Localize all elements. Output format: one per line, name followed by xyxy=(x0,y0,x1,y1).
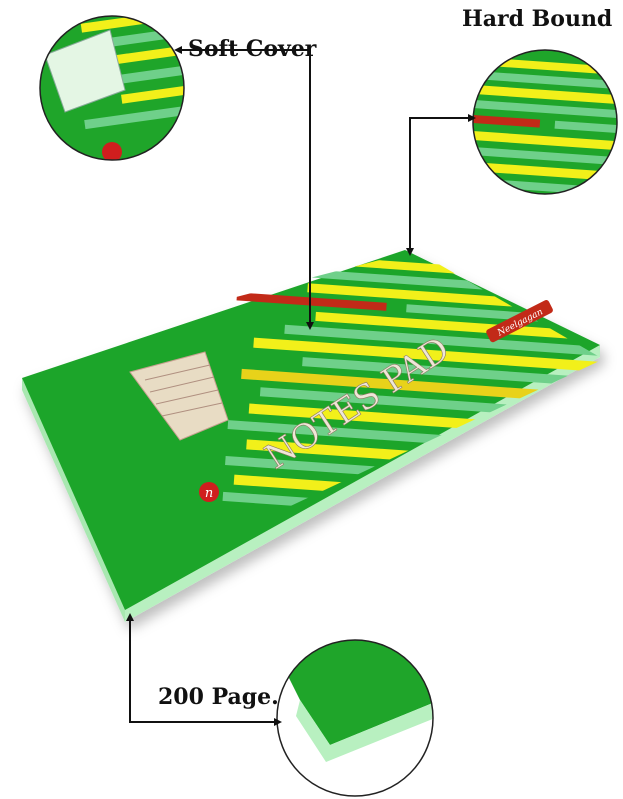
page-edge-left xyxy=(22,378,125,622)
arrow-soft-cover xyxy=(180,49,311,322)
arrow-hard-bound xyxy=(409,117,470,248)
zoom-circle-hard-bound xyxy=(472,49,618,195)
zoom-circle-soft-cover xyxy=(39,15,185,161)
logo-letter: n xyxy=(205,486,213,501)
arrow-pages xyxy=(129,620,275,723)
callout-arrows xyxy=(129,49,470,723)
label-hard-bound: Hard Bound xyxy=(462,6,613,32)
zoom-circle-pages xyxy=(276,639,434,797)
logo-badge xyxy=(199,482,219,502)
label-soft-cover: Soft Cover xyxy=(188,36,317,62)
label-pages: 200 Page. xyxy=(158,684,279,710)
page-edge-right xyxy=(125,345,600,622)
name-label-box xyxy=(129,351,229,441)
